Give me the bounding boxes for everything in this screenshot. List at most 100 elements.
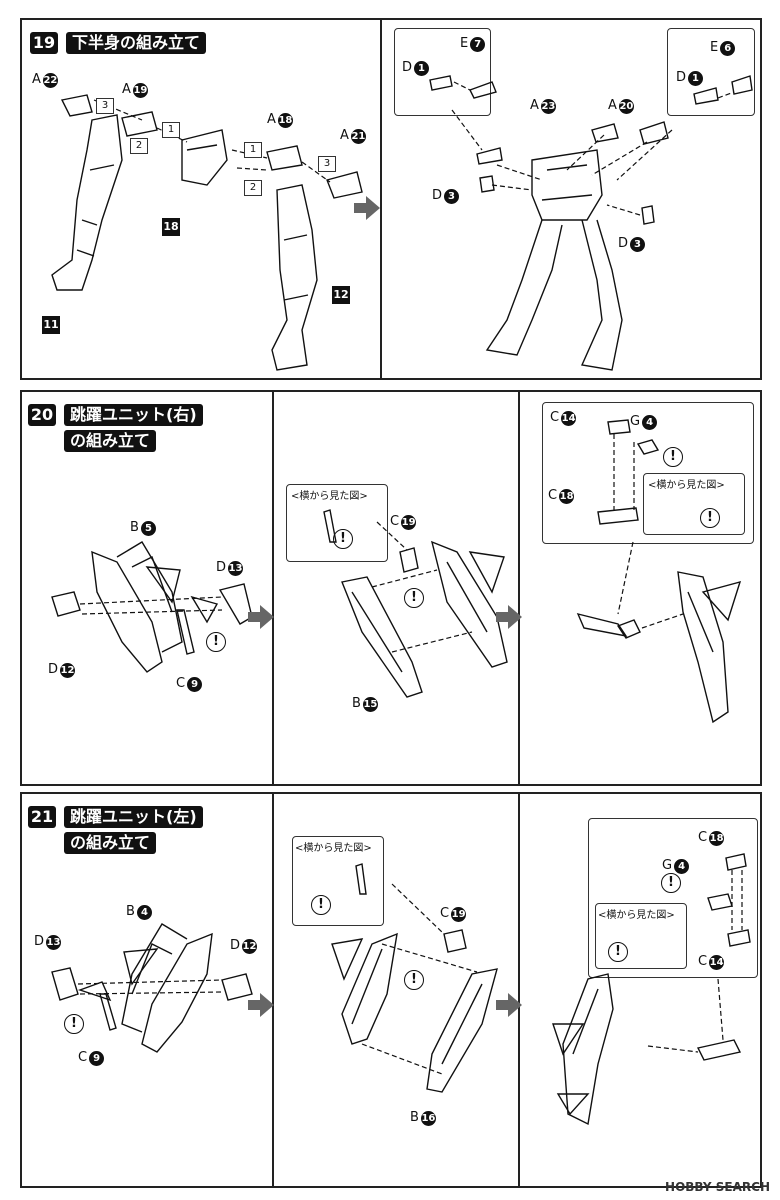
part-number-badge: 16	[420, 1110, 436, 1126]
step-19-title: 下半身の組み立て	[66, 32, 207, 54]
step-20-number: 20	[28, 404, 56, 426]
part-number-badge: 22	[42, 72, 58, 88]
caution-icon: !	[206, 632, 226, 652]
side-view-inset: <横から見た図> !	[643, 473, 745, 535]
watermark: HOBBY SEARCH	[665, 1180, 770, 1194]
step-20-divider-2	[518, 392, 520, 784]
subassembly-11: 11	[42, 316, 60, 334]
sequence-box-2: 2	[130, 138, 148, 154]
side-view-label: <横から見た図>	[291, 491, 368, 502]
part-number-badge: 15	[362, 696, 378, 712]
step-20-title: 跳躍ユニット(右)	[64, 404, 203, 426]
subassembly-18: 18	[162, 218, 180, 236]
caution-icon: !	[333, 529, 353, 549]
sequence-box-3: 3	[96, 98, 114, 114]
step-20-divider-1	[272, 392, 274, 784]
part-number-badge: 12	[60, 662, 76, 678]
step-19-assembled-lower-body	[429, 75, 753, 371]
right-leg-drawing	[271, 184, 318, 371]
next-arrow-icon	[260, 605, 274, 629]
next-arrow-icon	[508, 605, 522, 629]
sequence-box-2: 2	[244, 180, 262, 196]
part-number-badge: 4	[674, 858, 690, 874]
part-number-badge: 9	[89, 1050, 105, 1066]
step-19-lower-body-parts	[51, 94, 363, 371]
part-number-badge: 18	[277, 112, 293, 128]
part-number-badge: 23	[540, 98, 556, 114]
left-leg-drawing	[51, 114, 123, 291]
step-21-sub2-drawing	[331, 863, 498, 1093]
caution-icon: !	[404, 970, 424, 990]
part-number-badge: 3	[630, 236, 646, 252]
caution-icon: !	[663, 447, 683, 467]
side-view-label: <横から見た図>	[598, 910, 675, 921]
next-arrow-icon	[366, 196, 380, 220]
sequence-box-1: 1	[162, 122, 180, 138]
step-19-number: 19	[30, 32, 58, 54]
caution-icon: !	[608, 942, 628, 962]
step-21-title: 跳躍ユニット(左)	[64, 806, 203, 828]
caution-icon: !	[700, 508, 720, 528]
sequence-box-1: 1	[244, 142, 262, 158]
part-number-badge: 13	[46, 934, 62, 950]
part-number-badge: 14	[709, 954, 725, 970]
part-number-badge: 5	[140, 520, 156, 536]
side-view-inset: <横から見た図> !	[292, 836, 384, 926]
part-number-badge: 20	[618, 98, 634, 114]
caution-icon: !	[661, 873, 681, 893]
part-number-badge: 6	[720, 40, 736, 56]
next-arrow-body	[248, 1000, 260, 1010]
part-number-badge: 3	[444, 188, 460, 204]
step-21-sub3-drawing	[552, 853, 751, 1126]
part-number-badge: 18	[709, 830, 725, 846]
part-number-badge: 13	[228, 560, 244, 576]
part-number-badge: 12	[242, 938, 258, 954]
part-number-badge: 4	[136, 904, 152, 920]
subassembly-12: 12	[332, 286, 350, 304]
part-number-badge: 4	[642, 414, 658, 430]
sequence-box-3: 3	[318, 156, 336, 172]
part-number-badge: 19	[132, 82, 148, 98]
part-number-badge: 1	[688, 70, 704, 86]
next-arrow-icon	[260, 993, 274, 1017]
caution-icon: !	[311, 895, 331, 915]
step-21-divider-1	[272, 794, 274, 1186]
side-view-inset: <横から見た図> !	[595, 903, 687, 969]
side-view-label: <横から見た図>	[295, 843, 372, 854]
part-number-badge: 21	[350, 128, 366, 144]
step-19-divider	[380, 20, 382, 378]
next-arrow-body	[248, 612, 260, 622]
step-21-number: 21	[28, 806, 56, 828]
step-20-sub1-drawing	[51, 541, 253, 673]
part-number-badge: 19	[401, 514, 417, 530]
next-arrow-body	[496, 612, 508, 622]
part-number-badge: 18	[559, 488, 575, 504]
step-21-sub1-drawing	[51, 923, 253, 1053]
